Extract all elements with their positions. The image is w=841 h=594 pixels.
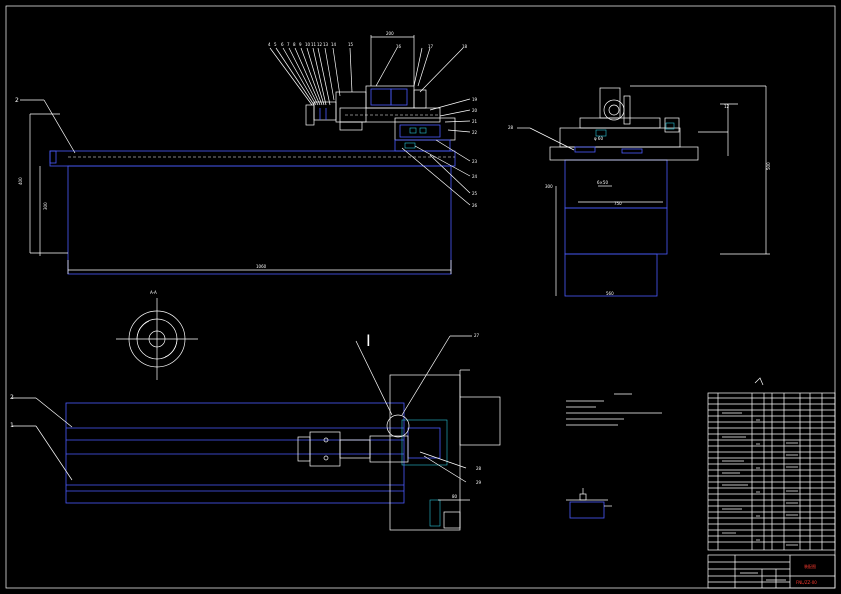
callout-16: 16 (396, 44, 402, 49)
svg-text:750: 750 (614, 201, 622, 206)
callout-19: 19 (472, 97, 478, 102)
svg-text:500: 500 (766, 162, 771, 170)
drawing-border (5, 5, 836, 589)
callout-25: 25 (472, 191, 478, 196)
front-view: 1060 400 300 200 (18, 31, 471, 275)
svg-text:6×50: 6×50 (597, 180, 608, 185)
callout-13: 13 (323, 42, 329, 47)
callout-5: 5 (274, 42, 277, 47)
callout-29: 29 (476, 480, 482, 485)
side-view: 6×50 750 560 500 300 φ 60 28 12 (508, 85, 771, 297)
drawing-number: FNL/ZZ-00 (796, 580, 817, 585)
svg-text:560: 560 (606, 291, 614, 296)
callout-23: 23 (472, 159, 478, 164)
detail-view (566, 488, 612, 519)
callout-17: 17 (428, 44, 434, 49)
title-block: 装配图 FNL/ZZ-00 (707, 554, 836, 589)
detail-mark: I (366, 331, 371, 350)
callout-1-plan: 1 (10, 422, 14, 429)
callout-21: 21 (472, 119, 478, 124)
callout-20: 20 (472, 108, 478, 113)
callout-7: 7 (287, 42, 290, 47)
callout-27: 27 (474, 333, 480, 338)
svg-text:φ 60: φ 60 (594, 136, 603, 141)
callout-14: 14 (331, 42, 337, 47)
title-red-label: 装配图 (804, 563, 816, 569)
callout-22: 22 (472, 130, 478, 135)
callout-12-side: 12 (724, 104, 730, 109)
svg-text:80: 80 (452, 494, 458, 499)
callout-2-plan: 2 (10, 394, 14, 401)
svg-text:300: 300 (545, 184, 553, 189)
callout-15: 15 (348, 42, 354, 47)
callout-28-plan: 28 (476, 466, 482, 471)
callout-9: 9 (299, 42, 302, 47)
callout-28-side: 28 (508, 125, 514, 130)
callout-4: 4 (268, 42, 271, 47)
plan-view: 2 1 I 27 28 29 80 (10, 331, 501, 531)
section-view: A-A (116, 290, 198, 380)
front-view-callouts-right: 19 20 21 22 23 24 25 26 2 (15, 97, 478, 208)
callout-8: 8 (293, 42, 296, 47)
callout-12: 12 (317, 42, 323, 47)
section-label: A-A (150, 290, 157, 295)
tech-requirements (566, 393, 662, 426)
front-view-callouts-top: 4 5 6 7 8 9 10 11 12 13 14 15 16 17 18 (268, 42, 468, 49)
callout-6: 6 (281, 42, 284, 47)
callout-10: 10 (305, 42, 311, 47)
svg-text:300: 300 (43, 202, 48, 210)
svg-text:1060: 1060 (256, 264, 267, 269)
callout-24: 24 (472, 174, 478, 179)
svg-text:200: 200 (386, 31, 394, 36)
callout-11: 11 (311, 42, 317, 47)
parts-list (707, 377, 836, 551)
callout-2-front: 2 (15, 97, 19, 104)
callout-18: 18 (462, 44, 468, 49)
svg-text:400: 400 (18, 177, 23, 185)
callout-26: 26 (472, 203, 478, 208)
